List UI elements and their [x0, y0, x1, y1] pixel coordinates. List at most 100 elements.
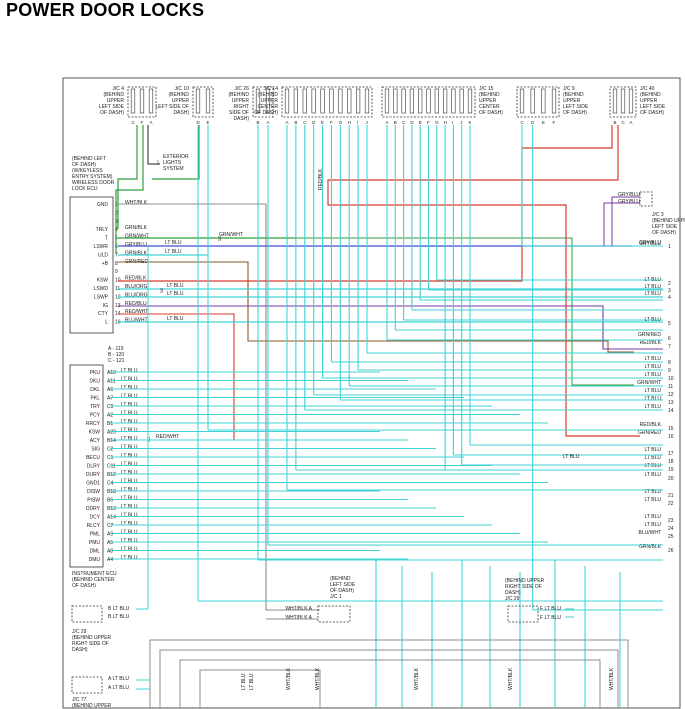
- ecu-pin-number: B14: [107, 438, 116, 444]
- wireless-ecu-label: OF DASH): [72, 162, 96, 168]
- output-wire-label: RED/BLK: [640, 422, 662, 428]
- connector-pin: [628, 88, 634, 114]
- ecu-pin-name: ULD: [98, 252, 108, 258]
- ecu-pin-number: A20: [107, 430, 116, 436]
- connector-pin: [393, 88, 398, 114]
- output-wire-label: LT BLU: [645, 364, 662, 370]
- wire-label: LT BLU: [121, 411, 138, 417]
- output-wire-label: GRN/RED: [638, 332, 661, 338]
- instrument-ecu-refs: B - 120: [108, 352, 124, 358]
- fuse-mark: )): [218, 236, 222, 242]
- wire-label: LT BLU: [165, 240, 182, 246]
- output-wire-label: RED/BLK: [640, 340, 662, 346]
- connector-label: UPPER: [172, 98, 190, 104]
- connector-pin: [451, 88, 456, 114]
- connector-label: LEFT SIDE: [640, 104, 666, 110]
- connector-pin: [551, 88, 557, 114]
- jc29-connector: [71, 605, 103, 623]
- connector-label: (BEHIND: [479, 92, 500, 98]
- pin-letter: E: [419, 120, 422, 125]
- wire-label: LT BLU: [121, 428, 138, 434]
- jc29-label: (BEHIND UPPER: [505, 578, 545, 584]
- pin-letter: D: [531, 120, 535, 125]
- connector-label: CENTER: [257, 104, 278, 110]
- ecu-pin-number: B18: [107, 489, 116, 495]
- jc1-connector: [317, 605, 351, 623]
- connector-label: (BEHIND: [257, 92, 278, 98]
- connector-label: LEFT SIDE: [99, 104, 125, 110]
- wireless-ecu-label: LOCK ECU: [72, 186, 98, 192]
- output-number: 25: [668, 534, 674, 540]
- wire-label: GRN/BLK: [125, 250, 148, 256]
- wire-grn-blk: [115, 125, 144, 254]
- connector-pin: [426, 88, 431, 114]
- wire-label: GRY/BLU: [618, 199, 640, 205]
- connector-label: DASH): [233, 116, 249, 122]
- connector-pin: [329, 88, 334, 114]
- connector-pin: [338, 88, 343, 114]
- output-number: 13: [668, 400, 674, 406]
- ecu-pin-number: C1: [107, 455, 114, 461]
- output-wire-label: LT BLU: [645, 396, 662, 402]
- connector-pin: [284, 88, 290, 114]
- output-number: 24: [668, 526, 674, 532]
- output-wire-label: LT BLU: [645, 356, 662, 362]
- wire-label: LT BLU: [121, 538, 138, 544]
- ecu-pin-name: LSWD: [94, 286, 109, 292]
- connector-pin: [195, 88, 201, 114]
- wire: [611, 196, 640, 246]
- pin-letter: J: [366, 120, 368, 125]
- ecu-pin-number: A9: [107, 532, 113, 538]
- exterior-lights-label: LIGHTS: [163, 160, 182, 166]
- connector-label: OF DASH): [254, 110, 278, 116]
- jc29-label: (BEHIND UPPER: [72, 635, 112, 641]
- fuse-mark: ): [157, 160, 159, 166]
- ecu-pin-name: DDRY: [86, 506, 101, 512]
- wire: [159, 649, 619, 708]
- ecu-pin-name: DCY: [89, 515, 100, 521]
- wire: [152, 125, 200, 180]
- wire-label: GRY/BLU: [125, 242, 147, 248]
- ecu-pin-name: +B: [102, 261, 109, 267]
- wire-label: LT BLU: [121, 419, 138, 425]
- wire: [136, 246, 149, 610]
- ecu-pin-name: DLRY: [87, 464, 101, 470]
- wire: [179, 659, 601, 708]
- connector-label: UPPER: [479, 98, 497, 104]
- ecu-pin-name: CTY: [98, 311, 109, 317]
- junction-connector: [609, 86, 637, 118]
- output-number: 20: [668, 476, 674, 482]
- jc77-connector: [71, 676, 103, 694]
- junction-connector: [281, 86, 373, 118]
- jc29-connector: [507, 605, 539, 623]
- connector-pin: [364, 88, 370, 114]
- connector-label: J/C 40: [640, 86, 655, 92]
- ecu-pin-number: C7: [107, 523, 114, 529]
- ecu-pin-number: C4: [107, 481, 114, 487]
- wire-label: LT BLU: [121, 555, 138, 561]
- jc77-label: J/C 77: [72, 697, 87, 703]
- pin-letter: G: [339, 120, 343, 125]
- jc29-label: DASH): [505, 590, 521, 596]
- ecu-pin-number: B13: [107, 506, 116, 512]
- exterior-lights-label: SYSTEM: [163, 166, 184, 172]
- pin-letter: C: [622, 120, 626, 125]
- connector-label: UPPER: [232, 98, 250, 104]
- wire-red-blk: [327, 125, 640, 437]
- fuse-mark: )): [160, 288, 164, 294]
- pin-letter: D: [197, 120, 201, 125]
- connector-pin: [356, 88, 361, 114]
- output-wire-label: LT BLU: [645, 522, 662, 528]
- instrument-ecu-label: (BEHIND CENTER: [72, 577, 115, 583]
- pin-letter: A: [267, 120, 270, 125]
- ecu-pin-name: RLCY: [87, 523, 101, 529]
- wire-label: LT BLU: [121, 496, 138, 502]
- connector-pin: [265, 88, 271, 114]
- output-number: 2: [668, 281, 671, 287]
- pin-letter: G: [435, 120, 439, 125]
- jc3-label: (BEHIND UPPER: [652, 218, 685, 224]
- output-wire-label: GRY/BLU: [639, 241, 661, 247]
- connector-label: (BEHIND: [228, 92, 249, 98]
- pin-letter: H: [444, 120, 447, 125]
- output-wire-label: LT BLU: [645, 291, 662, 297]
